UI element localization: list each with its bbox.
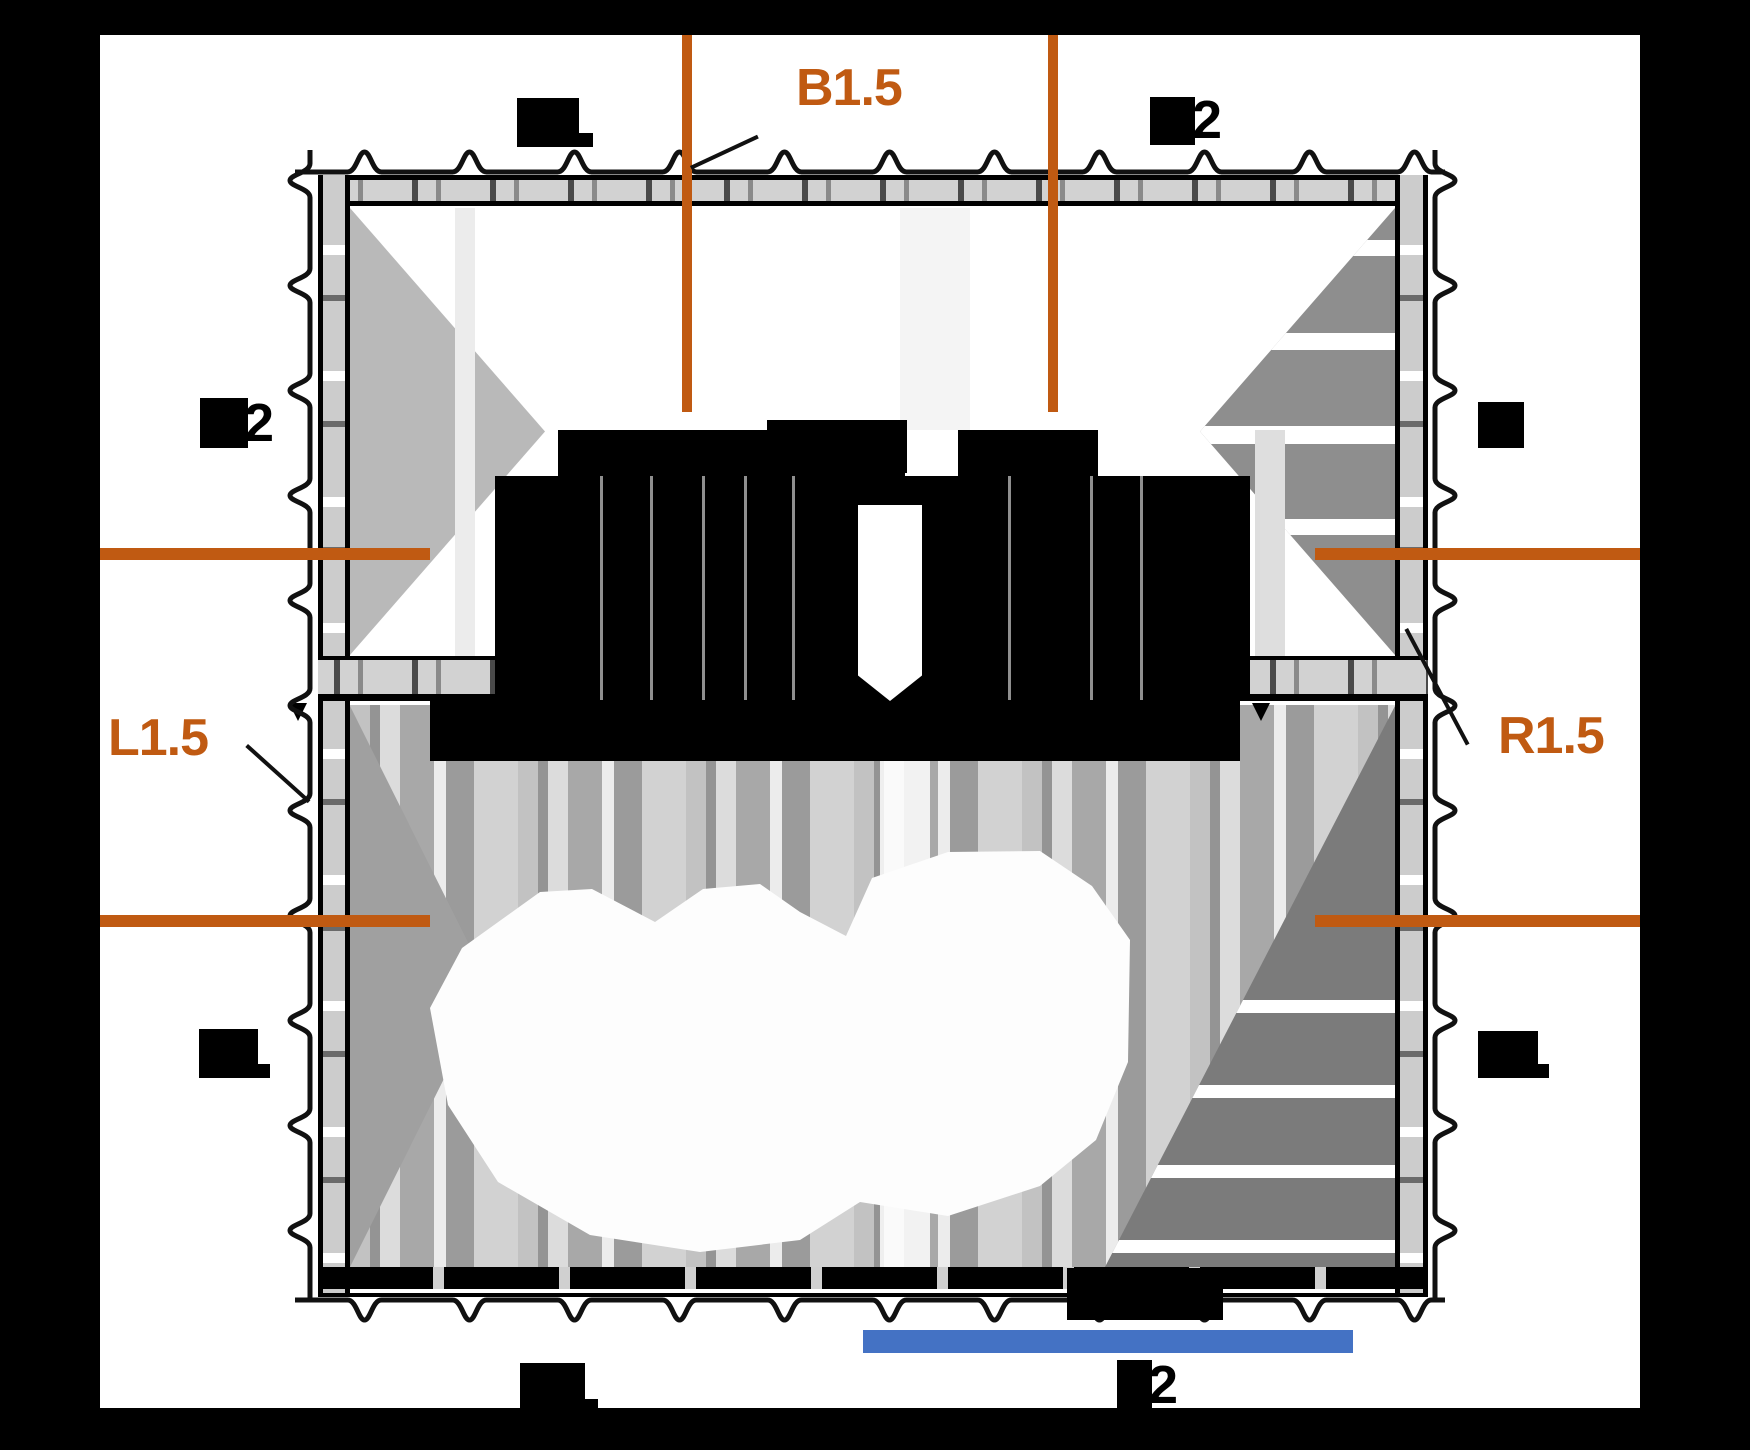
panel-border-top-inner: [318, 201, 1428, 206]
redacted-label-left-top-digit: 2: [244, 393, 275, 453]
redacted-label-right-top: [1478, 402, 1524, 448]
redacted-label-bottom-left-dot: [585, 1399, 598, 1413]
dimension-line-right-upper: [1315, 548, 1640, 560]
redaction-mass-lower: [430, 701, 1240, 761]
redacted-label-left-top: [200, 398, 248, 448]
top-stripe: [455, 208, 475, 658]
arrow-down-right-icon: [1252, 703, 1270, 721]
redaction-hairline: [1008, 476, 1011, 700]
redaction-bar-bottom-edge: [1067, 1268, 1223, 1320]
redaction-title-blob: [767, 420, 907, 473]
panel-border-top-hatch: [318, 180, 1428, 201]
redaction-white-slot: [858, 505, 922, 701]
redacted-label-bottom-right-digit: 2: [1148, 1355, 1179, 1415]
facet-stripe: [1200, 426, 1395, 444]
dimension-line-vertical-2: [1048, 35, 1058, 412]
redaction-hairline: [650, 476, 653, 700]
redacted-label-bottom-left: [520, 1363, 585, 1413]
label-b1-5: B1.5: [796, 59, 903, 117]
redacted-label-bottom-right: [1117, 1360, 1152, 1410]
panel-border-bottom-line: [318, 1293, 1428, 1297]
dimension-line-left-lower: [100, 915, 430, 927]
redacted-label-top-left: [517, 98, 579, 147]
panel-border-left-hatch: [323, 175, 345, 1293]
panel-border-left-inner: [345, 175, 350, 1293]
dimension-line-right-lower: [1315, 915, 1640, 927]
redacted-label-top-right: [1150, 97, 1195, 145]
redaction-hairline: [600, 476, 603, 700]
redacted-label-top-right-digit: 2: [1192, 90, 1223, 150]
dimension-line-left-upper: [100, 548, 430, 560]
redacted-label-right-bottom: [1478, 1031, 1538, 1078]
panel-border-top-outer: [318, 175, 1428, 180]
panel-border-right-hatch: [1400, 175, 1423, 1293]
inpainted-white-region: [430, 851, 1130, 1252]
panel-border-bottom-band: [318, 1267, 1428, 1289]
redaction-hairline: [744, 476, 747, 700]
redaction-hairline: [1140, 476, 1143, 700]
top-stripe: [900, 208, 970, 430]
redaction-bar: [958, 430, 1098, 476]
panel-border-right-outer: [1423, 175, 1428, 1293]
dimension-line-vertical-1: [682, 35, 692, 412]
panel-border-right-inner: [1395, 175, 1400, 1293]
redacted-label-left-bottom-dot: [258, 1064, 270, 1078]
redaction-hairline: [1090, 476, 1093, 700]
label-l1-5: L1.5: [108, 709, 209, 767]
redaction-hairline: [702, 476, 705, 700]
redacted-label-top-left-dot: [579, 133, 593, 147]
facet-stripe: [1105, 1240, 1395, 1253]
redacted-label-right-bottom-dot: [1538, 1064, 1549, 1078]
top-stripe: [1255, 430, 1285, 701]
redacted-label-left-bottom: [199, 1029, 258, 1078]
label-r1-5: R1.5: [1498, 707, 1605, 765]
redaction-hairline: [792, 476, 795, 700]
panel-border-left-outer: [318, 175, 323, 1293]
blue-highlight-bar: [863, 1330, 1353, 1353]
facet-stripe: [1105, 1165, 1395, 1178]
arrow-down-left-icon: [289, 703, 307, 721]
